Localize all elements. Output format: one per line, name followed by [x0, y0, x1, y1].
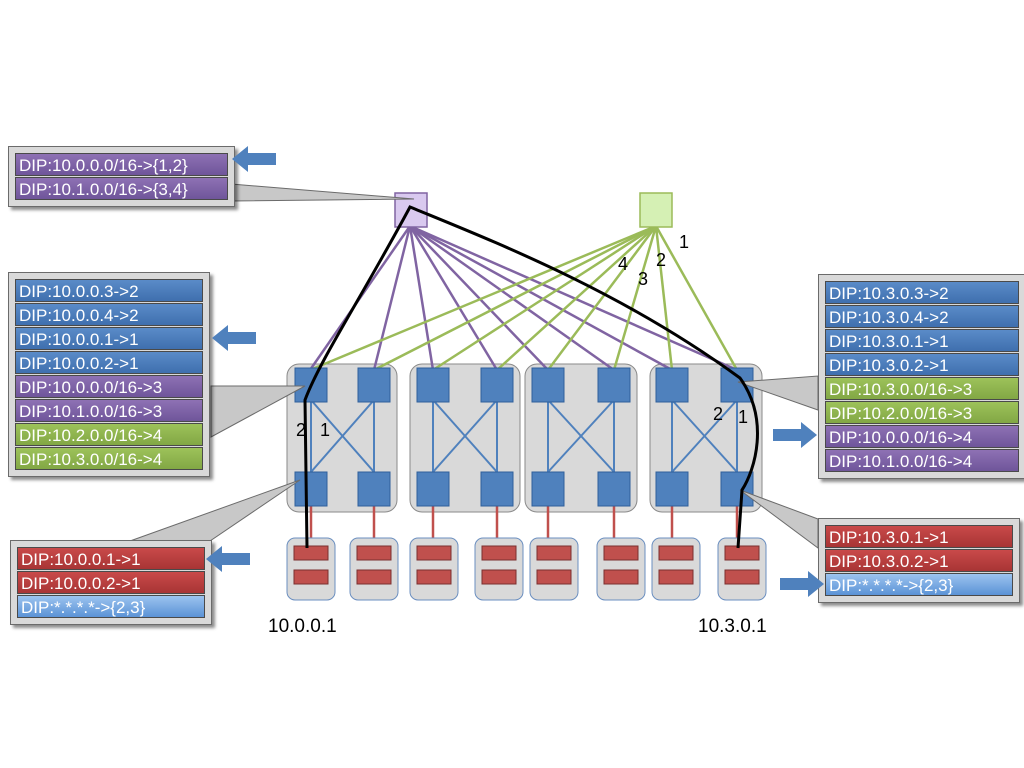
- core-routing-table: DIP:10.0.0.0/16->{1,2} DIP:10.1.0.0/16->…: [8, 146, 235, 207]
- host[interactable]: [409, 537, 459, 601]
- agg-left-entry: DIP:10.1.0.0/16->3: [15, 399, 203, 422]
- edge-switches: [294, 471, 754, 507]
- agg-switch[interactable]: [416, 367, 450, 403]
- purple-core-links: [308, 224, 738, 372]
- right-arrow-icon: [780, 571, 824, 597]
- host[interactable]: [474, 537, 524, 601]
- green-core-links: [309, 224, 739, 372]
- agg-switch[interactable]: [531, 367, 565, 403]
- right-arrow-icon: [773, 422, 817, 448]
- agg-right-entry: DIP:10.3.0.2->1: [825, 353, 1019, 376]
- pod-2: [409, 363, 521, 513]
- agg-right-entry: DIP:10.1.0.0/16->4: [825, 449, 1019, 472]
- agg-switch[interactable]: [357, 367, 391, 403]
- agg-left-entry: DIP:10.3.0.0/16->4: [15, 447, 203, 470]
- edge-switch[interactable]: [294, 471, 328, 507]
- edge-switch[interactable]: [720, 471, 754, 507]
- port-label: 2: [656, 250, 667, 270]
- port-label: 2: [296, 420, 307, 440]
- agg-left-entry: DIP:10.2.0.0/16->4: [15, 423, 203, 446]
- agg-right-entry: DIP:10.3.0.3->2: [825, 281, 1019, 304]
- aggregation-switches: [294, 367, 754, 403]
- core-table-entry: DIP:10.1.0.0/16->{3,4}: [15, 177, 228, 200]
- agg-left-entry: DIP:10.0.0.0/16->3: [15, 375, 203, 398]
- edge-left-entry: DIP:10.0.0.1->1: [17, 547, 205, 570]
- host-ip-left: 10.0.0.1: [268, 616, 337, 637]
- host[interactable]: [286, 537, 336, 601]
- agg-left-entry: DIP:10.0.0.2->1: [15, 351, 203, 374]
- agg-right-entry: DIP:10.2.0.0/16->3: [825, 401, 1019, 424]
- agg-left-entry: DIP:10.0.0.1->1: [15, 327, 203, 350]
- pod-4: [649, 363, 763, 513]
- agg-right-entry: DIP:10.3.0.4->2: [825, 305, 1019, 328]
- left-arrow-icon: [232, 146, 276, 172]
- agg-switch[interactable]: [294, 367, 328, 403]
- agg-switch[interactable]: [720, 367, 754, 403]
- left-arrow-icon: [212, 325, 256, 351]
- pod-3: [524, 363, 638, 513]
- port-label: 3: [638, 269, 649, 289]
- host-links: [309, 506, 739, 544]
- edge-switch[interactable]: [531, 471, 565, 507]
- edge-right-entry: DIP:10.3.0.2->1: [825, 549, 1013, 572]
- agg-right-routing-table: DIP:10.3.0.3->2 DIP:10.3.0.4->2 DIP:10.3…: [818, 274, 1024, 479]
- agg-switch[interactable]: [480, 367, 514, 403]
- left-arrow-icon: [206, 546, 250, 572]
- edge-switch[interactable]: [357, 471, 391, 507]
- edge-right-entry: DIP:10.3.0.1->1: [825, 525, 1013, 548]
- edge-left-entry: DIP:10.0.0.2->1: [17, 571, 205, 594]
- edge-switch[interactable]: [655, 471, 689, 507]
- hosts: [286, 537, 767, 601]
- agg-switch[interactable]: [655, 367, 689, 403]
- callout-pointers: [129, 183, 819, 549]
- edge-switch[interactable]: [416, 471, 450, 507]
- host[interactable]: [651, 537, 701, 601]
- host[interactable]: [717, 537, 767, 601]
- edge-switch[interactable]: [597, 471, 631, 507]
- port-label: 2: [713, 404, 724, 424]
- edge-right-entry: DIP:*.*.*.*->{2,3}: [825, 573, 1013, 596]
- agg-switch[interactable]: [597, 367, 631, 403]
- core-switch-green[interactable]: [639, 192, 673, 228]
- host-ip-right: 10.3.0.1: [698, 616, 767, 637]
- port-label: 1: [320, 420, 331, 440]
- agg-left-entry: DIP:10.0.0.3->2: [15, 279, 203, 302]
- agg-left-routing-table: DIP:10.0.0.3->2 DIP:10.0.0.4->2 DIP:10.0…: [8, 272, 210, 477]
- port-label: 1: [738, 407, 749, 427]
- agg-right-entry: DIP:10.3.0.1->1: [825, 329, 1019, 352]
- agg-right-entry: DIP:10.0.0.0/16->4: [825, 425, 1019, 448]
- edge-left-routing-table: DIP:10.0.0.1->1 DIP:10.0.0.2->1 DIP:*.*.…: [10, 540, 212, 625]
- host[interactable]: [529, 537, 579, 601]
- packet-path: [303, 205, 759, 549]
- core-table-entry: DIP:10.0.0.0/16->{1,2}: [15, 153, 228, 176]
- port-label: 1: [679, 232, 690, 252]
- intra-pod-links: [310, 399, 738, 473]
- edge-switch[interactable]: [480, 471, 514, 507]
- edge-left-entry: DIP:*.*.*.*->{2,3}: [17, 595, 205, 618]
- edge-right-routing-table: DIP:10.3.0.1->1 DIP:10.3.0.2->1 DIP:*.*.…: [818, 518, 1020, 603]
- host[interactable]: [349, 537, 399, 601]
- agg-left-entry: DIP:10.0.0.4->2: [15, 303, 203, 326]
- core-switch-purple[interactable]: [394, 192, 428, 228]
- host[interactable]: [596, 537, 646, 601]
- port-label: 4: [618, 254, 629, 274]
- agg-right-entry: DIP:10.3.0.0/16->3: [825, 377, 1019, 400]
